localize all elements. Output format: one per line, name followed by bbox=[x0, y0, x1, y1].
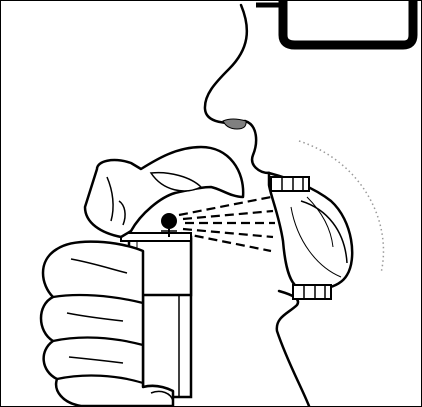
glasses-icon bbox=[256, 1, 413, 45]
nose-icon bbox=[223, 119, 246, 129]
spray-mist-icon bbox=[179, 197, 275, 251]
